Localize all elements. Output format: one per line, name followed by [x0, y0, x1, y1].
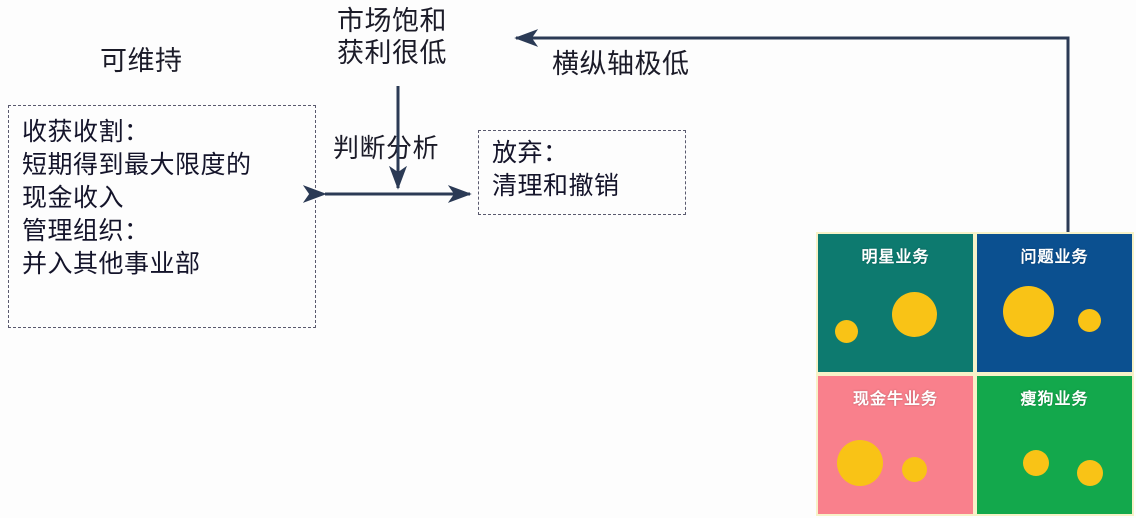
harvest-strategy-box — [8, 105, 316, 328]
bubble — [902, 457, 927, 482]
quadrant-dogs[interactable]: 瘦狗业务 — [977, 376, 1132, 514]
bubble — [1078, 309, 1101, 332]
quadrant-cash-cows-label: 现金牛业务 — [852, 389, 938, 408]
bubble — [835, 320, 858, 343]
harvest-strategy-text: 收获收割： 短期得到最大限度的 现金收入 管理组织： 并入其他事业部 — [22, 117, 252, 278]
bubble — [1023, 450, 1049, 476]
bubble — [892, 292, 937, 337]
bcg-matrix: 明星业务 问题业务 现金牛业务 瘦狗业务 — [816, 232, 1134, 516]
label-market-saturation: 市场饱和 获利很低 — [337, 6, 447, 69]
quadrant-stars[interactable]: 明星业务 — [818, 234, 973, 372]
label-axes-very-low: 横纵轴极低 — [552, 49, 690, 80]
bubble — [837, 440, 883, 486]
divest-strategy-text: 放弃： 清理和撤销 — [492, 138, 620, 200]
quadrant-cash-cows[interactable]: 现金牛业务 — [818, 376, 973, 514]
quadrant-question-marks-label: 问题业务 — [1020, 247, 1089, 266]
bubble — [1077, 460, 1103, 486]
bubble — [1003, 286, 1054, 337]
quadrant-dogs-label: 瘦狗业务 — [1020, 389, 1089, 408]
quadrant-stars-label: 明星业务 — [861, 247, 930, 266]
quadrant-question-marks[interactable]: 问题业务 — [977, 234, 1132, 372]
label-judgement-analysis: 判断分析 — [333, 134, 440, 164]
label-sustain: 可维持 — [100, 46, 183, 77]
